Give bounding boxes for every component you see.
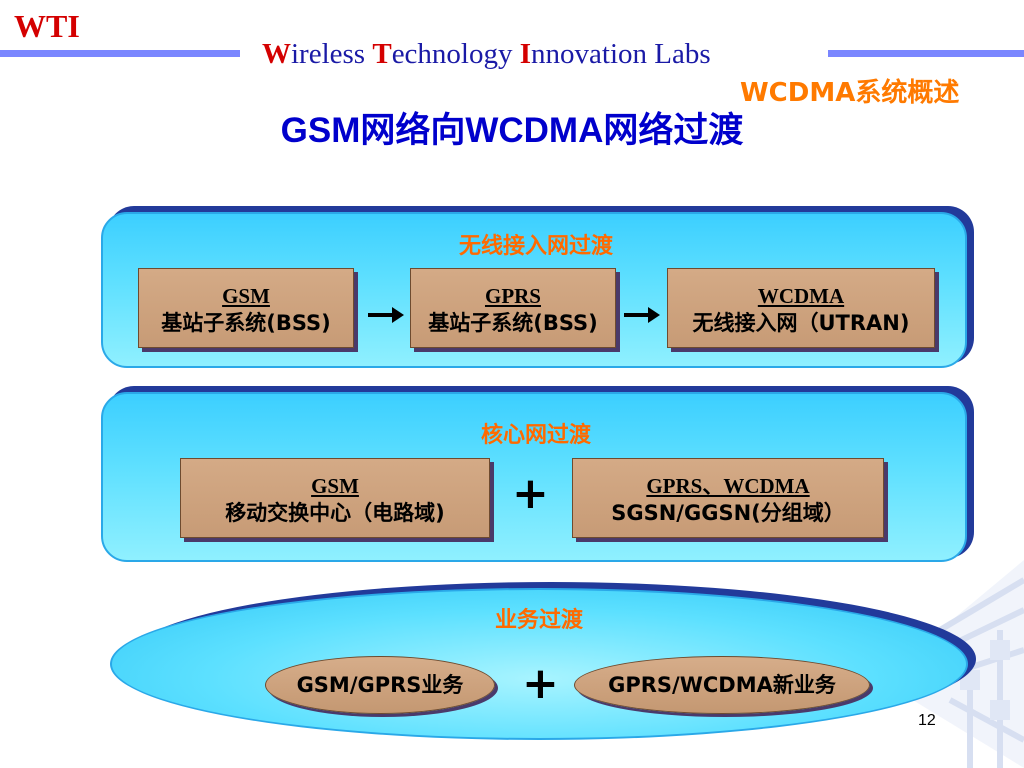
core-panel-label: 核心网过渡 [480, 423, 591, 448]
lab-word-innovation-labs: nnovation Labs [531, 38, 711, 70]
gprs-wcdma-service-pill: GPRS/WCDMA新业务 [574, 656, 870, 714]
lab-letter-w: W [262, 38, 291, 70]
header-rule-left [0, 50, 240, 57]
arrow-right-icon [368, 307, 404, 323]
wcdma-utran-box: WCDMA 无线接入网（UTRAN) [667, 268, 935, 348]
wcdma-utran-title: WCDMA [757, 284, 845, 308]
page-number: 12 [918, 712, 936, 729]
gprs-bss-title: GPRS [484, 284, 541, 308]
header-rule-right [828, 50, 1024, 57]
service-panel-label: 业务过渡 [494, 608, 583, 633]
lab-name: Wireless Technology Innovation Labs [262, 38, 711, 71]
arrow-right-icon [624, 307, 660, 323]
lab-letter-i: I [519, 38, 532, 70]
gprs-bss-subtitle: 基站子系统(BSS) [428, 311, 598, 335]
slide-title: GSM网络向WCDMA网络过渡 [280, 111, 744, 150]
section-title: WCDMA系统概述 [740, 78, 960, 108]
gprs-wcdma-sgsn-box: GPRS、WCDMA SGSN/GGSN(分组域） [572, 458, 884, 538]
plus-icon: + [522, 658, 559, 709]
wcdma-utran-subtitle: 无线接入网（UTRAN) [692, 311, 910, 335]
lab-word-technology: echnology [391, 38, 520, 70]
gsm-msc-title: GSM [311, 474, 359, 498]
ran-panel-label: 无线接入网过渡 [458, 234, 613, 259]
plus-icon: + [512, 468, 549, 519]
sgsn-ggsn-subtitle: SGSN/GGSN(分组域） [611, 501, 845, 525]
gsm-gprs-service-pill: GSM/GPRS业务 [265, 656, 495, 714]
gprs-bss-box: GPRS 基站子系统(BSS) [410, 268, 616, 348]
gprs-wcdma-title: GPRS、WCDMA [646, 474, 810, 498]
gsm-bss-title: GSM [222, 284, 270, 308]
gsm-msc-subtitle: 移动交换中心（电路域) [225, 501, 445, 525]
gsm-bss-box: GSM 基站子系统(BSS) [138, 268, 354, 348]
lab-letter-t: T [372, 38, 392, 70]
gsm-bss-subtitle: 基站子系统(BSS) [161, 311, 331, 335]
lab-word-wireless: ireless [291, 38, 373, 70]
wti-logo: WTI [14, 8, 80, 44]
gsm-msc-box: GSM 移动交换中心（电路域) [180, 458, 490, 538]
